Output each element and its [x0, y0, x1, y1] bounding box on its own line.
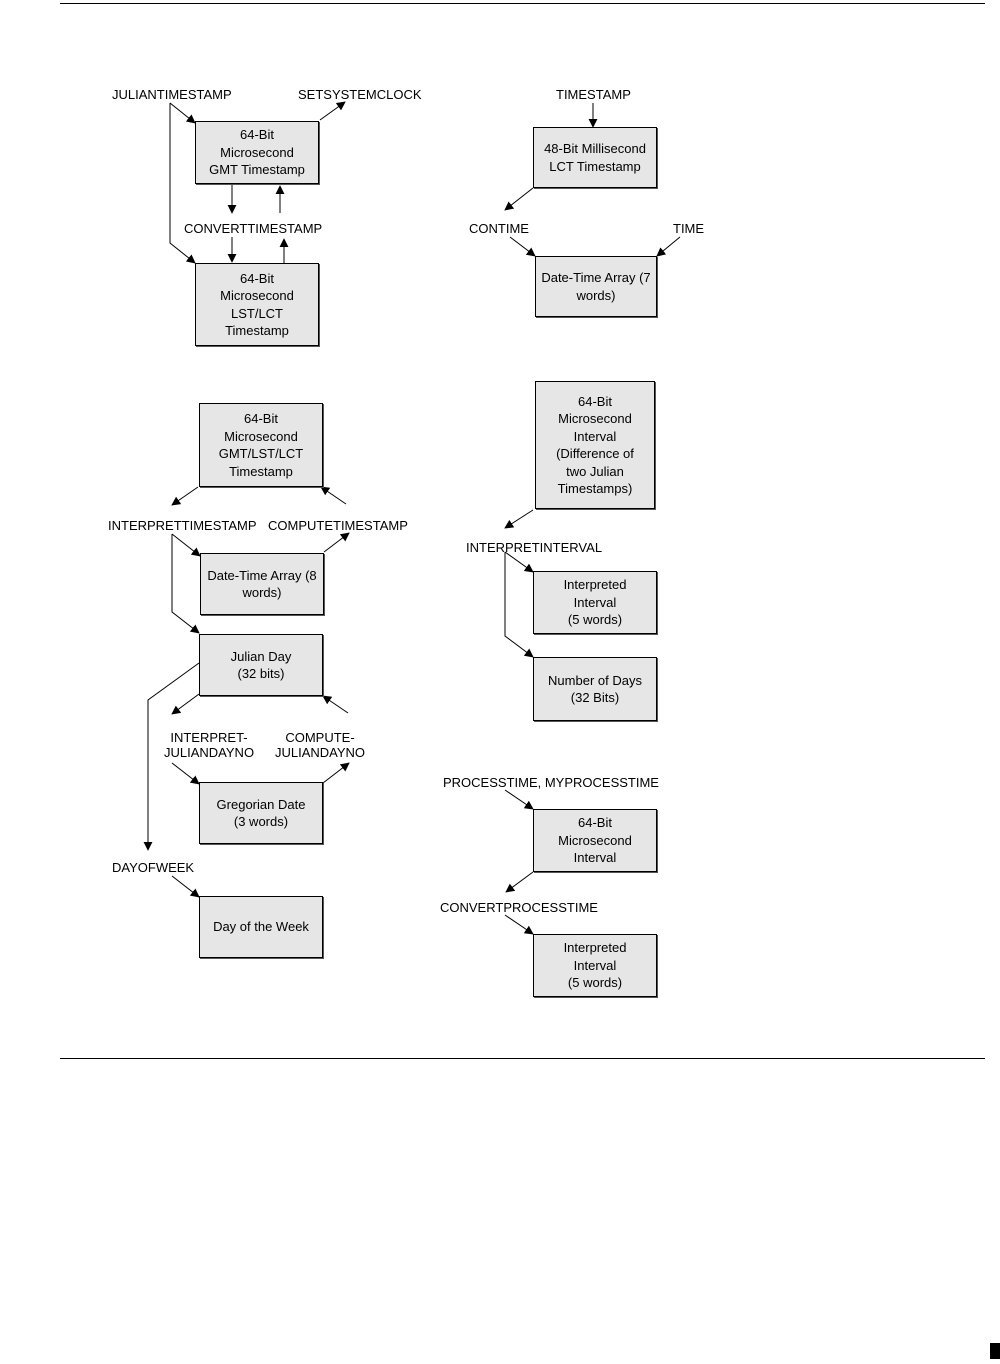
node-number-of-days: Number of Days (32 Bits): [533, 657, 657, 721]
label-contime: CONTIME: [469, 221, 529, 236]
page-edge-mark: [990, 1343, 1000, 1359]
label-processtime: PROCESSTIME, MYPROCESSTIME: [443, 775, 659, 790]
edge-dta8-to-computetimestamp: [323, 532, 350, 553]
edge-interprettimestamp-to-julian-day: [171, 534, 200, 634]
node-lst-lct-timestamp: 64-Bit Microsecond LST/LCT Timestamp: [195, 263, 319, 346]
label-timestamp: TIMESTAMP: [556, 87, 631, 102]
edge-time-to-dta7: [656, 236, 681, 257]
bottom-rule: [60, 1058, 985, 1059]
node-interpreted-interval: Interpreted Interval (5 words): [533, 571, 657, 634]
edge-timestamp-to-interprettimestamp: [171, 486, 199, 506]
label-time: TIME: [673, 221, 705, 236]
node-gmt-timestamp: 64-Bit Microsecond GMT Timestamp: [195, 121, 319, 184]
edge-contime-to-dta7: [509, 236, 536, 257]
edge-dayofweek-to-day-of-week: [171, 875, 200, 898]
label-dayofweek: DAYOFWEEK: [112, 860, 195, 875]
edge-interpretinterval-to-interpreted: [504, 551, 534, 573]
edge-convertprocesstime-to-interpreted: [504, 914, 534, 935]
label-juliantimestamp: JULIANTIMESTAMP: [112, 87, 232, 102]
node-gregorian-date: Gregorian Date (3 words): [199, 782, 323, 844]
label-converttimestamp: CONVERTTIMESTAMP: [184, 221, 323, 236]
edge-interpretinterval-to-number-of-days: [504, 552, 534, 658]
node-date-time-array-7: Date-Time Array (7 words): [535, 256, 657, 317]
node-day-of-the-week: Day of the Week: [199, 896, 323, 958]
edge-interpret-jdn-to-gregorian: [171, 762, 200, 785]
label-interprettimestamp: INTERPRETTIMESTAMP: [108, 518, 257, 533]
edge-computetimestamp-to-timestamp: [320, 486, 347, 505]
edge-interval-to-convertprocesstime: [505, 871, 534, 893]
label-computetimestamp: COMPUTETIMESTAMP: [268, 518, 408, 533]
edge-interval-to-interpretinterval: [504, 509, 534, 529]
edge-ms-lct-to-contime: [504, 187, 534, 211]
label-compute-juliandayno: COMPUTE- JULIANDAYNO: [274, 730, 366, 760]
node-microsecond-interval: 64-Bit Microsecond Interval (Difference …: [535, 381, 655, 509]
edge-gregorian-to-compute-jdn: [322, 762, 350, 784]
node-date-time-array-8: Date-Time Array (8 words): [200, 553, 324, 615]
node-interpreted-interval-process: Interpreted Interval (5 words): [533, 934, 657, 997]
edge-interprettimestamp-to-dta8: [171, 533, 201, 557]
label-interpret-juliandayno: INTERPRET- JULIANDAYNO: [164, 730, 255, 760]
edge-juliantimestamp-to-lst: [169, 103, 196, 264]
edge-juliantimestamp-to-gmt: [169, 102, 196, 124]
node-ms-lct-timestamp: 48-Bit Millisecond LCT Timestamp: [533, 127, 657, 188]
node-process-interval: 64-Bit Microsecond Interval: [533, 809, 657, 872]
edge-julian-day-to-interpret-jdn: [171, 693, 200, 715]
label-convertprocesstime: CONVERTPROCESSTIME: [440, 900, 598, 915]
top-rule: [60, 3, 985, 4]
label-interpretinterval: INTERPRETINTERVAL: [466, 540, 603, 555]
edge-gmt-to-setsystemclock: [319, 101, 346, 121]
edge-julian-day-to-dayofweek: [143, 662, 200, 851]
node-julian-day: Julian Day (32 bits): [199, 634, 323, 696]
node-gmt-lst-lct-timestamp: 64-Bit Microsecond GMT/LST/LCT Timestamp: [199, 403, 323, 487]
label-setsystemclock: SETSYSTEMCLOCK: [298, 87, 422, 102]
edge-compute-jdn-to-julian-day: [322, 695, 349, 714]
edge-processtime-to-interval: [504, 789, 534, 810]
